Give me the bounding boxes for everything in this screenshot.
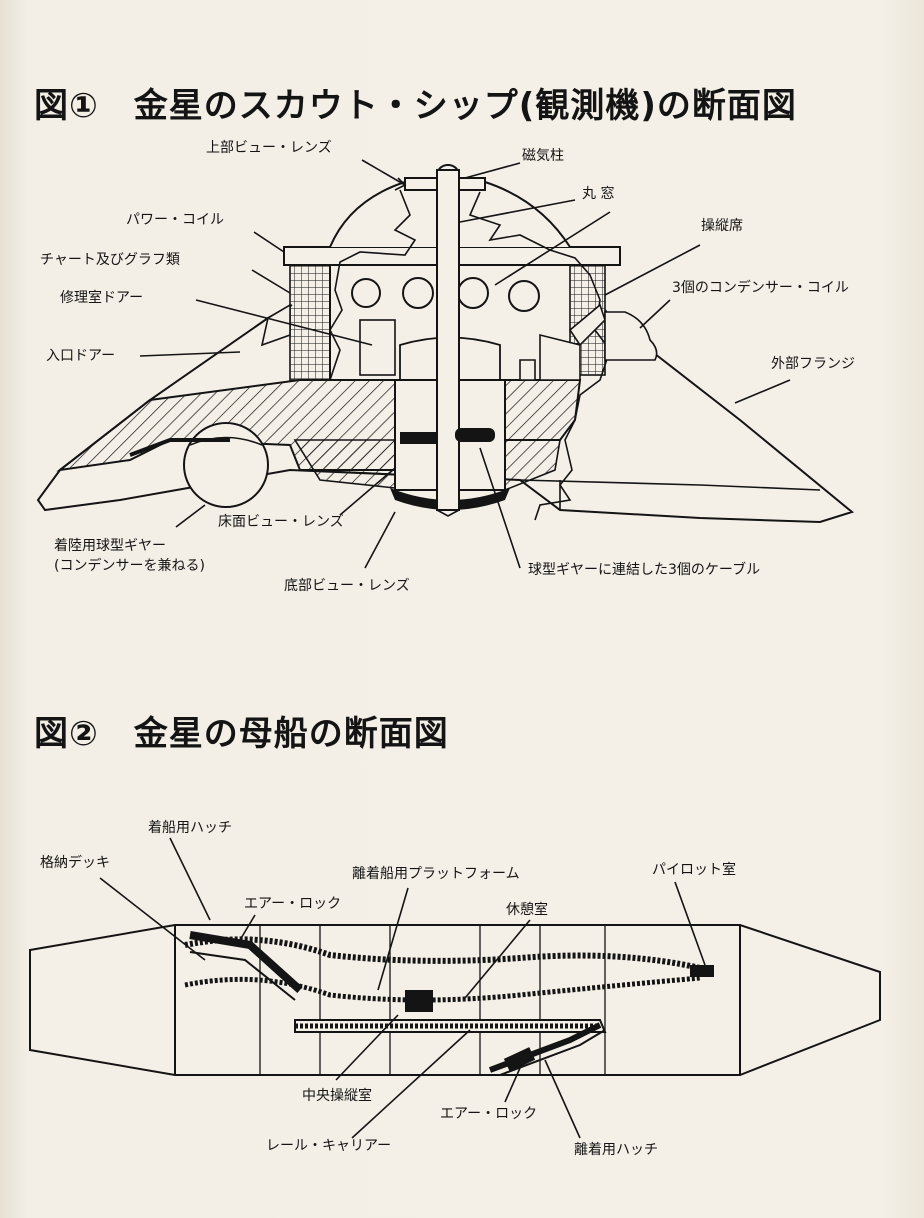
label-upper-view-lens: 上部ビュー・レンズ (206, 140, 332, 156)
label-landing-gear-1: 着陸用球型ギヤー (54, 538, 166, 554)
label-floor-view-lens: 床面ビュー・レンズ (218, 514, 344, 530)
label-air-lock-bottom: エアー・ロック (440, 1106, 538, 1122)
label-entrance-door: 入口ドアー (46, 348, 116, 364)
figure1-leader-lines (139, 159, 791, 569)
label-landing-gear-2: (コンデンサーを兼ねる) (54, 558, 205, 574)
label-bottom-view-lens: 底部ビュー・レンズ (284, 578, 410, 594)
label-condenser-coils: 3個のコンデンサー・コイル (672, 280, 849, 296)
label-air-lock-top: エアー・ロック (244, 896, 342, 912)
label-lounge: 休憩室 (506, 902, 548, 918)
magnetic-pillar (436, 169, 460, 511)
label-storage-deck: 格納デッキ (40, 855, 110, 871)
cutaway-edge (329, 189, 417, 381)
label-charts-graphs: チャート及びグラフ類 (40, 252, 180, 268)
label-pilot-seat: 操縦席 (701, 218, 743, 234)
label-cables: 球型ギヤーに連結した3個のケーブル (528, 562, 761, 578)
label-magnetic-pillar: 磁気柱 (522, 148, 564, 164)
label-docking-hatch: 着船用ハッチ (148, 820, 232, 836)
portholes (351, 277, 540, 312)
figure1-title: 図① 金星のスカウト・シップ(観測機)の断面図 (34, 86, 797, 126)
label-platform: 離着船用プラットフォーム (352, 866, 520, 882)
landing-sphere (183, 422, 269, 508)
label-launch-hatch: 離着用ハッチ (574, 1142, 658, 1158)
label-repair-room-door: 修理室ドアー (60, 290, 144, 306)
label-round-window: 丸 窓 (582, 186, 615, 202)
label-central-control: 中央操縦室 (302, 1088, 372, 1104)
label-outer-flange: 外部フランジ (771, 356, 855, 372)
figure2-title: 図② 金星の母船の断面図 (34, 714, 449, 754)
label-rail-carrier: レール・キャリアー (266, 1138, 392, 1154)
label-pilot-room: パイロット室 (652, 862, 736, 878)
label-power-coil: パワー・コイル (126, 212, 224, 228)
